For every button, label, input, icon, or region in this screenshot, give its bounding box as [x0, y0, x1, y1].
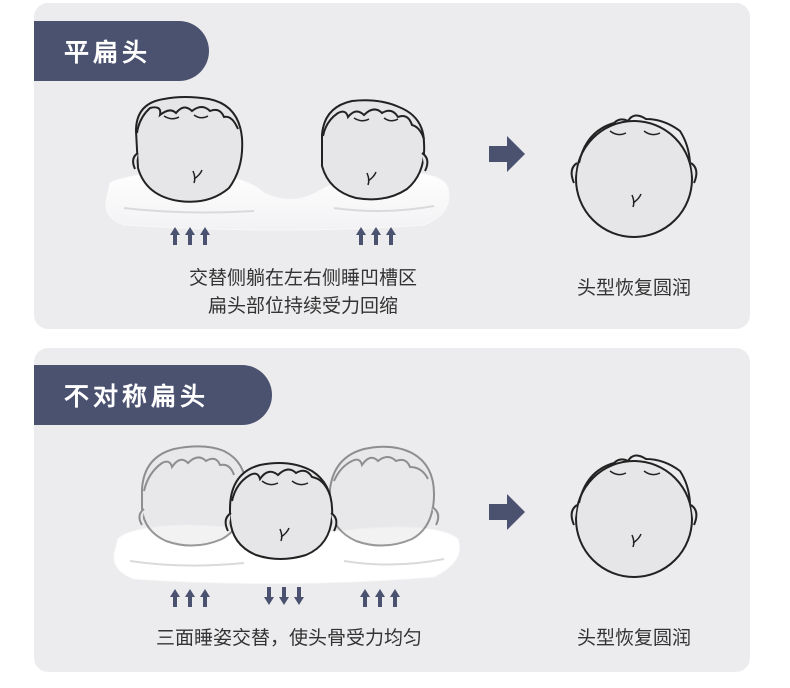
panel-title-asymmetric-flat-head: 不对称扁头: [34, 365, 272, 425]
round-head-result-icon: [570, 114, 698, 238]
baby-head-left-icon: [132, 96, 244, 203]
result-caption: 头型恢复圆润: [576, 277, 691, 299]
caption-line-2: 扁头部位持续受力回缩: [207, 295, 398, 317]
baby-head-middle-icon: [321, 99, 429, 201]
baby-head-center-icon: [224, 462, 338, 560]
transition-arrow-icon: [489, 494, 525, 530]
asymmetric-flat-head-panel: 不对称扁头: [34, 348, 750, 672]
result-caption: 头型恢复圆润: [576, 627, 691, 649]
round-head-result-icon: [570, 454, 698, 578]
force-up-arrows-right-icon: [356, 227, 396, 245]
force-down-arrows-center-icon: [264, 587, 304, 605]
panel-title-flat-head: 平扁头: [34, 21, 209, 81]
force-up-arrows-left-icon: [170, 589, 210, 607]
caption-line-1: 三面睡姿交替，使头骨受力均匀: [155, 627, 422, 649]
asymmetric-head-illustration: [113, 445, 698, 607]
baby-head-faded-right-icon: [329, 445, 440, 547]
force-up-arrows-left-icon: [170, 227, 210, 245]
transition-arrow-icon: [489, 136, 525, 172]
force-up-arrows-right-icon: [360, 589, 400, 607]
flat-head-panel: 平扁头: [34, 3, 750, 329]
caption-line-1: 交替侧躺在左右侧睡凹槽区: [188, 267, 417, 289]
flat-head-illustration: [105, 96, 698, 245]
